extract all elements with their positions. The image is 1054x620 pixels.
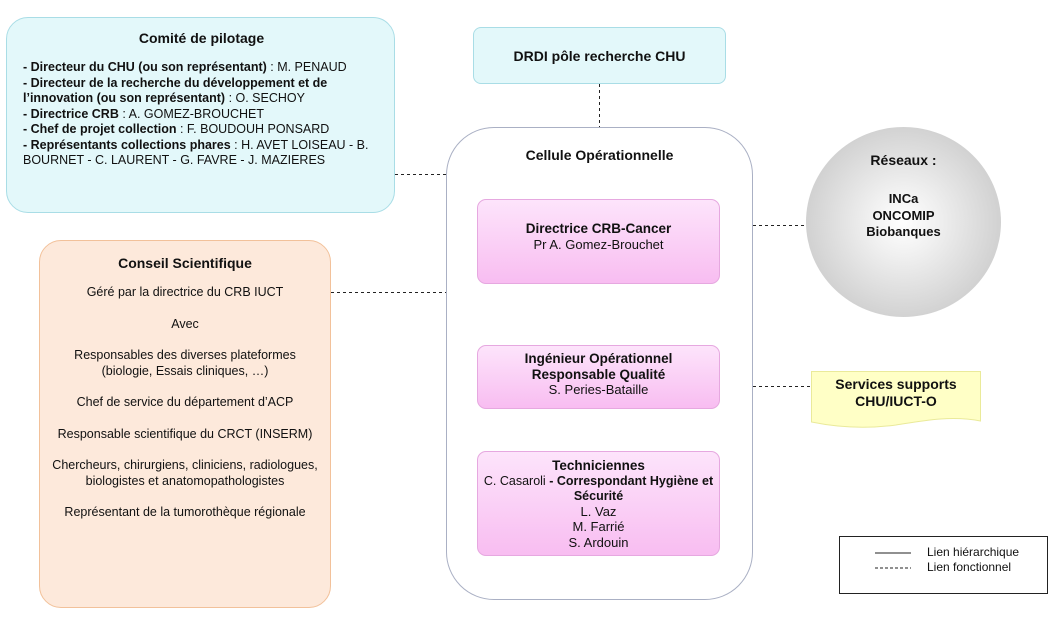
comite-row: - Directrice CRB : A. GOMEZ-BROUCHET xyxy=(23,107,380,123)
directrice-role: Directrice CRB-Cancer xyxy=(525,221,672,236)
drdi-box: DRDI pôle recherche CHU xyxy=(473,27,726,84)
legend-row-dashed: Lien fonctionnel xyxy=(840,560,1047,574)
comite-title: Comité de pilotage xyxy=(138,30,265,46)
comite-row: - Représentants collections phares : H. … xyxy=(23,138,380,169)
directrice-name: Pr A. Gomez-Brouchet xyxy=(533,236,664,252)
drdi-title: DRDI pôle recherche CHU xyxy=(513,47,686,64)
directrice-box: Directrice CRB-Cancer Pr A. Gomez-Brouch… xyxy=(477,199,720,284)
conseil-paragraph: Représentant de la tumorothèque régional… xyxy=(64,505,306,519)
techniciennes-first-role: - Correspondant Hygiène et Sécurité xyxy=(545,473,714,503)
ingenieur-name: S. Peries-Bataille xyxy=(548,382,649,397)
legend-box: Lien hiérarchique Lien fonctionnel xyxy=(839,536,1048,594)
conseil-paragraph: Avec xyxy=(171,316,199,331)
reseaux-item: Biobanques xyxy=(866,224,941,239)
techniciennes-box: Techniciennes C. Casaroli - Correspondan… xyxy=(477,451,720,556)
comite-row-label: - Directrice CRB xyxy=(23,106,119,121)
services-supports-box: Services supports CHU/IUCT-O xyxy=(811,371,981,428)
techniciennes-member: S. Ardouin xyxy=(568,534,629,550)
conseil-title: Conseil Scientifique xyxy=(118,255,252,271)
comite-row: - Directeur du CHU (ou son représentant)… xyxy=(23,60,380,76)
legend-dashed-line xyxy=(875,567,911,569)
services-line1: Services supports xyxy=(835,376,957,392)
techniciennes-first-name: C. Casaroli xyxy=(483,473,546,488)
conseil-paragraph: Géré par la directrice du CRB IUCT xyxy=(86,285,284,299)
ingenieur-role-line2: Responsable Qualité xyxy=(531,366,666,382)
conseil-paragraph: Responsable scientifique du CRCT (INSERM… xyxy=(57,426,313,441)
comite-row-value: : A. GOMEZ-BROUCHET xyxy=(118,106,265,121)
reseaux-item: ONCOMIP xyxy=(872,207,935,223)
comite-row-label: - Représentants collections phares xyxy=(23,137,231,152)
conseil-paragraph: Chef de service du département d’ACP xyxy=(76,395,294,409)
reseaux-title: Réseaux : xyxy=(870,152,937,168)
cellule-title: Cellule Opérationnelle xyxy=(525,147,674,163)
services-line2: CHU/IUCT-O xyxy=(855,393,937,409)
legend-dashed-label: Lien fonctionnel xyxy=(927,560,1012,574)
comite-row-label: - Directeur de la recherche du développe… xyxy=(23,75,328,106)
comite-row-label: - Directeur du CHU (ou son représentant) xyxy=(23,60,267,74)
conseil-paragraph: Responsables des diverses plateformes (b… xyxy=(74,348,296,378)
document-shape xyxy=(811,371,981,428)
reseaux-list: INCa ONCOMIP Biobanques xyxy=(806,191,1001,241)
comite-row-value: : F. BOUDOUH PONSARD xyxy=(176,122,330,136)
legend-row-solid: Lien hiérarchique xyxy=(840,545,1047,559)
comite-row: - Directeur de la recherche du développe… xyxy=(23,76,380,107)
conseil-scientifique-box: Conseil Scientifique Géré par la directr… xyxy=(39,240,331,608)
comite-row-value: : M. PENAUD xyxy=(266,60,347,74)
techniciennes-member: M. Farrié xyxy=(572,519,625,534)
legend-solid-label: Lien hiérarchique xyxy=(927,545,1020,559)
comite-row-value: : O. SECHOY xyxy=(225,91,305,105)
ingenieur-box: Ingénieur Opérationnel Responsable Quali… xyxy=(477,345,720,409)
ingenieur-role-line1: Ingénieur Opérationnel xyxy=(524,351,673,366)
reseaux-circle: Réseaux : INCa ONCOMIP Biobanques xyxy=(806,127,1001,317)
techniciennes-member: L. Vaz xyxy=(580,503,617,519)
techniciennes-first: C. Casaroli - Correspondant Hygiène et S… xyxy=(478,474,719,504)
comite-row-value: : H. AVET LOISEAU - B. BOURNET - C. LAUR… xyxy=(23,137,369,168)
reseaux-item: INCa xyxy=(888,191,919,206)
comite-row: - Chef de projet collection : F. BOUDOUH… xyxy=(23,122,380,138)
conseil-paragraph: Chercheurs, chirurgiens, cliniciens, rad… xyxy=(52,458,318,488)
comite-pilotage-box: Comité de pilotage - Directeur du CHU (o… xyxy=(6,17,395,213)
legend-solid-line xyxy=(875,552,911,554)
comite-row-label: - Chef de projet collection xyxy=(23,122,177,136)
techniciennes-title: Techniciennes xyxy=(552,458,645,473)
